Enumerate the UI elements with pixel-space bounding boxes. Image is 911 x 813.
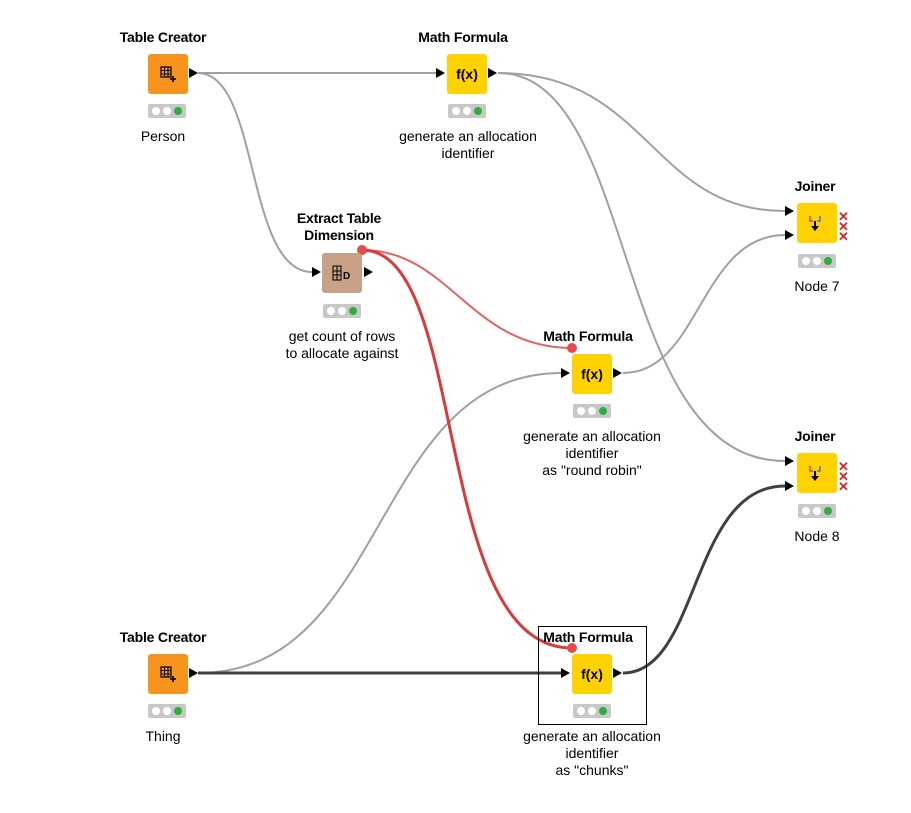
node-description-line: to allocate against	[285, 345, 399, 361]
node-status-indicator	[573, 404, 611, 418]
node-status-indicator	[148, 704, 186, 718]
connection-person-to-extract	[197, 72, 313, 273]
svg-text:D: D	[343, 271, 350, 282]
node-table-creator-thing[interactable]: Table Creator	[83, 629, 243, 646]
node-label-joiner8: Node 8	[737, 526, 897, 545]
connection-math-top-to-joiner8	[497, 72, 786, 462]
node-title: Table Creator	[119, 29, 207, 45]
input-port[interactable]	[436, 68, 445, 78]
flow-variable-port	[567, 643, 577, 653]
node-description-line: identifier	[441, 145, 495, 161]
join-arrows-icon	[797, 203, 837, 243]
node-description: Node 8	[794, 528, 840, 544]
flow-variable-port	[357, 245, 367, 255]
node-status-indicator	[448, 104, 486, 118]
connection-math-top-to-joiner7	[497, 72, 786, 212]
node-label-math-round: generate an allocation identifier as "ro…	[512, 426, 672, 479]
node-extract-table-dimension[interactable]: Extract Table Dimension	[259, 210, 419, 244]
node-status-indicator	[798, 504, 836, 518]
input-port[interactable]	[785, 481, 794, 491]
node-description-line: identifier	[565, 445, 619, 461]
node-description-line: generate an allocation	[523, 728, 661, 744]
output-port[interactable]	[613, 368, 622, 378]
node-description: Thing	[145, 728, 181, 744]
node-label-person: Person	[83, 126, 243, 145]
connection-round-to-joiner7	[622, 234, 786, 374]
flow-variable-extract-to-round	[361, 249, 573, 349]
node-description-line: as "round robin"	[542, 462, 642, 478]
node-joiner-8[interactable]: Joiner	[735, 428, 895, 445]
input-port[interactable]	[785, 206, 794, 216]
flow-variable-extract-to-chunks	[361, 248, 573, 650]
node-description-line: as "chunks"	[555, 762, 629, 778]
extract-table-dimension-body[interactable]: D	[322, 253, 362, 293]
node-status-indicator	[323, 304, 361, 318]
node-description: Person	[140, 128, 186, 144]
node-math-formula-round-robin[interactable]: Math Formula	[508, 328, 668, 345]
output-port[interactable]	[364, 267, 373, 277]
node-label-extract: get count of rows to allocate against	[262, 326, 422, 362]
table-plus-icon	[148, 654, 188, 694]
output-port[interactable]	[613, 668, 622, 678]
node-title-line: Dimension	[304, 227, 374, 243]
node-status-indicator	[573, 704, 611, 718]
join-arrows-icon	[797, 453, 837, 493]
node-math-formula-top[interactable]: Math Formula	[383, 29, 543, 46]
input-port[interactable]	[785, 230, 794, 240]
table-creator-thing-body[interactable]	[148, 654, 188, 694]
node-description-line: get count of rows	[288, 328, 396, 344]
input-port[interactable]	[561, 668, 570, 678]
node-description-line: generate an allocation	[523, 428, 661, 444]
node-status-indicator	[148, 104, 186, 118]
input-port[interactable]	[561, 368, 570, 378]
flow-variable-port	[567, 343, 577, 353]
node-math-formula-chunks[interactable]: Math Formula	[508, 629, 668, 646]
inactive-output-port[interactable]: ✕✕✕	[838, 459, 849, 494]
node-table-creator-person[interactable]: Table Creator	[83, 29, 243, 46]
node-description-line: generate an allocation	[399, 128, 537, 144]
fx-icon: f(x)	[581, 366, 603, 382]
inactive-output-port[interactable]: ✕✕✕	[838, 209, 849, 244]
node-description: Node 7	[794, 278, 840, 294]
node-title: Table Creator	[119, 629, 207, 645]
math-formula-top-body[interactable]: f(x)	[447, 54, 487, 94]
connection-chunks-to-joiner8	[622, 484, 786, 675]
table-dimension-icon: D	[322, 253, 362, 293]
joiner-7-body[interactable]	[797, 203, 837, 243]
node-title: Math Formula	[543, 328, 633, 344]
node-status-indicator	[798, 254, 836, 268]
fx-icon: f(x)	[581, 666, 603, 682]
connection-thing-to-round	[197, 372, 563, 674]
table-creator-person-body[interactable]	[148, 54, 188, 94]
node-label-math-top: generate an allocation identifier	[388, 126, 548, 162]
output-port[interactable]	[189, 668, 198, 678]
table-plus-icon	[148, 54, 188, 94]
node-joiner-7[interactable]: Joiner	[735, 178, 895, 195]
node-title-line: Extract Table	[296, 210, 382, 226]
input-port[interactable]	[785, 456, 794, 466]
node-title: Joiner	[794, 178, 836, 194]
node-title: Joiner	[794, 428, 836, 444]
node-selection-frame	[538, 626, 647, 725]
node-title: Math Formula	[543, 629, 633, 645]
math-formula-round-body[interactable]: f(x)	[572, 354, 612, 394]
math-formula-chunks-body[interactable]: f(x)	[572, 654, 612, 694]
output-port[interactable]	[189, 68, 198, 78]
node-label-math-chunks: generate an allocation identifier as "ch…	[512, 726, 672, 779]
node-label-joiner7: Node 7	[737, 276, 897, 295]
node-label-thing: Thing	[83, 726, 243, 745]
node-description-line: identifier	[565, 745, 619, 761]
input-port[interactable]	[312, 267, 321, 277]
joiner-8-body[interactable]	[797, 453, 837, 493]
output-port[interactable]	[488, 68, 497, 78]
fx-icon: f(x)	[456, 66, 478, 82]
node-title: Math Formula	[418, 29, 508, 45]
